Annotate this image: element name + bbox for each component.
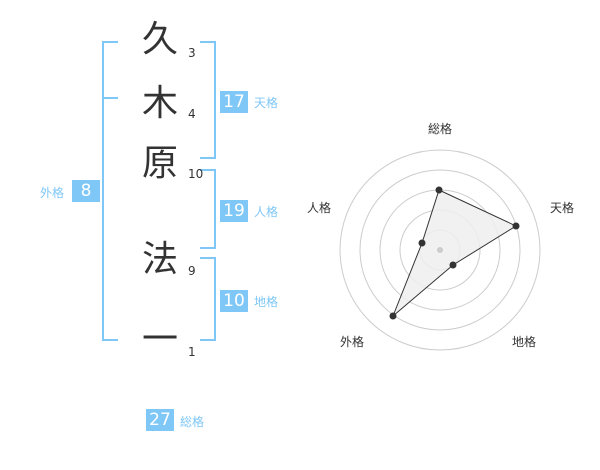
tenkaku-value: 17 [220,91,248,113]
jinkaku-bracket [200,169,216,249]
radar-center-dot [437,247,443,253]
radar-label-chikaku: 地格 [512,335,537,349]
stroke-count-2: 4 [188,107,196,121]
radar-ring-4 [359,169,521,331]
gaikaku-label: 外格 [40,186,65,200]
name-char-2: 木 [141,83,178,124]
radar-ring-5 [339,149,541,351]
jinkaku-label: 人格 [254,205,279,219]
name-char-3: 原 [141,143,178,184]
tenkaku-label: 天格 [254,96,279,110]
name-char-5: 一 [141,319,178,360]
jinkaku-value: 19 [220,200,248,222]
name-char-1: 久 [141,19,178,60]
radar-point-gaikaku [389,312,397,320]
soukaku-label: 総格 [180,415,205,429]
stroke-count-1: 3 [188,46,196,60]
stroke-count-5: 1 [188,345,196,359]
chikaku-bracket [200,257,216,341]
soukaku-value: 27 [146,409,174,431]
radar-point-jinkaku [418,239,426,247]
tenkaku-bracket [200,41,216,159]
chikaku-label: 地格 [254,295,279,309]
radar-label-tenkaku: 天格 [550,201,575,215]
stroke-count-3: 10 [188,167,204,181]
name-char-4: 法 [141,239,178,280]
stroke-count-4: 9 [188,264,196,278]
radar-label-jinkaku: 人格 [307,201,332,215]
radar-label-gaikaku: 外格 [340,335,365,349]
radar-label-soukaku: 総格 [428,122,453,136]
radar-polygon [392,189,518,317]
chikaku-value: 10 [220,290,248,312]
radar-point-tenkaku [512,222,520,230]
gaikaku-value: 8 [72,180,100,202]
radar-point-soukaku [435,186,443,194]
radar-point-chikaku [449,261,457,269]
gaikaku-bracket [102,41,118,341]
